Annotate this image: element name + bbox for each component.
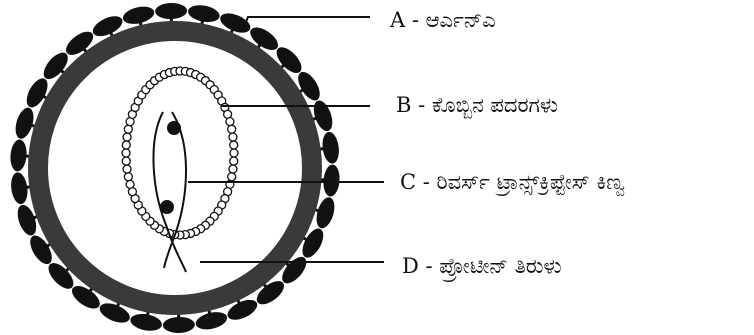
spike-cap	[71, 286, 100, 309]
label-d: D - ಪ್ರೋಟೀನ್ ತಿರುಳು	[402, 254, 562, 282]
spike-cap	[17, 204, 37, 236]
reverse-transcriptase-top	[167, 121, 181, 135]
spike-cap	[250, 27, 279, 50]
spike-cap	[302, 228, 324, 258]
spike-cap	[130, 313, 162, 331]
spike-cap	[92, 16, 123, 37]
lipid-bead	[227, 172, 237, 182]
spike-cap	[15, 107, 34, 139]
spike-cap	[43, 52, 68, 80]
spike-cap	[66, 31, 94, 55]
lipid-bead	[227, 124, 237, 134]
spike-cap	[298, 71, 320, 101]
lipid-bead	[123, 124, 133, 134]
spike-cap	[122, 6, 155, 24]
lipid-bead	[125, 179, 135, 190]
label-c: C - ರಿವರ್ಸ್ ಟ್ರಾನ್ಸ್‌ಕ್ರಿಪ್ಟೇಸ್ ಕಿಣ್ವ	[400, 170, 625, 196]
spike-cap	[220, 13, 251, 33]
viral-envelope-ring	[28, 21, 322, 315]
rna-strand-right	[163, 111, 187, 269]
spike-cap	[155, 3, 188, 20]
lipid-bead	[121, 140, 131, 150]
spike-cap	[162, 316, 195, 333]
envelope-spikes	[10, 3, 340, 333]
spike-cap	[188, 5, 220, 23]
reverse-transcriptase-bottom	[160, 200, 174, 214]
rna-strand-left	[152, 111, 187, 273]
label-a: A - ಆರ್ಎನ್ಎ	[389, 8, 496, 32]
spike-cap	[256, 281, 284, 305]
spike-cap	[10, 139, 27, 172]
spike-cap	[227, 299, 258, 320]
lipid-bead	[123, 172, 133, 182]
lipid-bead	[122, 132, 132, 142]
spike-cap	[282, 256, 307, 284]
lipid-bead	[229, 148, 239, 158]
lipid-bead	[121, 148, 131, 158]
spike-cap	[323, 164, 340, 197]
lipid-bead	[229, 140, 239, 150]
lipid-bead	[229, 156, 239, 166]
spike-cap	[313, 100, 333, 132]
spike-cap	[316, 197, 335, 229]
lipid-bead	[122, 164, 132, 174]
spike-cap	[322, 131, 339, 164]
lipid-bead	[228, 132, 238, 142]
spike-cap	[26, 78, 48, 108]
spike-cap	[195, 312, 228, 330]
lipid-bead	[228, 164, 238, 174]
capsid-lipid-bilayer	[121, 66, 239, 240]
lipid-bead	[121, 156, 131, 166]
spike-cap	[11, 172, 28, 205]
leader-line-a	[245, 16, 370, 23]
spike-cap	[30, 235, 52, 265]
spike-cap	[99, 303, 130, 323]
spike-cap	[276, 47, 302, 73]
lipid-bead	[225, 116, 235, 127]
spike-cap	[48, 263, 74, 289]
label-b: B - ಕೊಬ್ಬಿನ ಪದರಗಳು	[396, 93, 558, 118]
